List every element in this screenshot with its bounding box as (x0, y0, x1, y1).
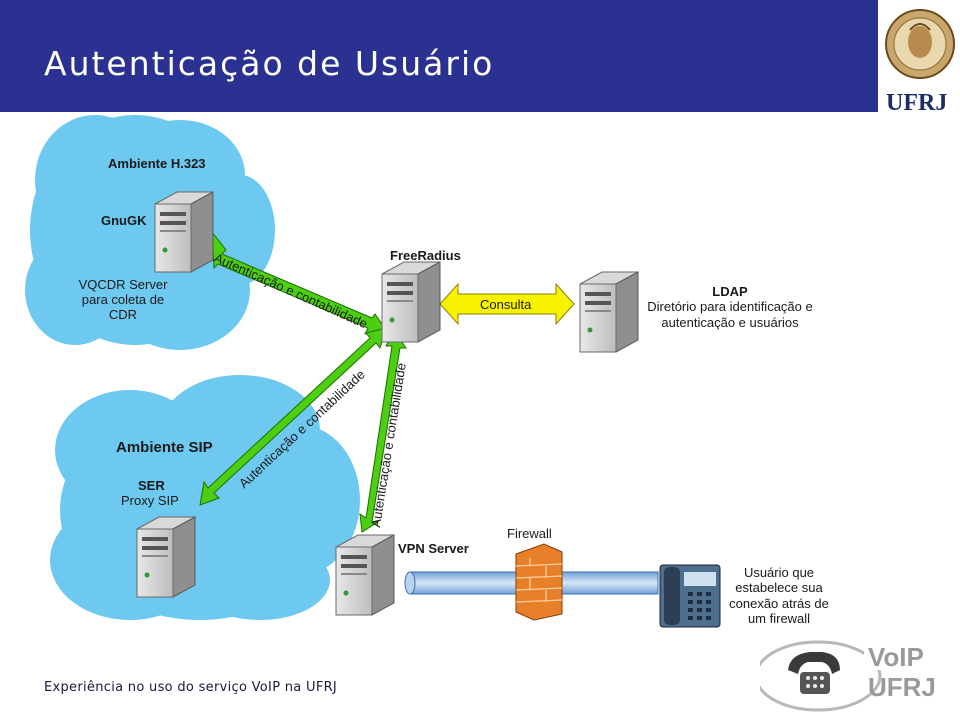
server-ser-icon (136, 516, 196, 598)
server-gnugk-icon (154, 191, 214, 273)
ip-phone-icon (659, 564, 721, 628)
server-vpn-icon (335, 534, 395, 616)
vqcdr-line2: para coleta de (81, 292, 165, 307)
footer-text: Experiência no uso do serviço VoIP na UF… (44, 680, 338, 695)
ufrj-logo-icon (885, 9, 955, 79)
ser-label: SER (138, 478, 165, 493)
firewall-icon (515, 543, 563, 621)
user-line4: um firewall (747, 611, 811, 626)
logo-text: UFRJ (886, 90, 948, 116)
vqcdr-line1: VQCDR Server (78, 277, 168, 292)
vqcdr-line3: CDR (108, 307, 138, 322)
gnugk-label: GnuGK (101, 213, 147, 228)
h323-title: Ambiente H.323 (108, 156, 206, 171)
voip-logo-line2: UFRJ (868, 672, 936, 702)
user-line3: conexão atrás de (729, 596, 829, 611)
arrow-auth-vpn (359, 329, 407, 533)
arrow-consulta (439, 282, 575, 326)
cloud-h323 (25, 115, 275, 350)
consulta-label: Consulta (480, 297, 532, 312)
vpn-label: VPN Server (398, 541, 469, 556)
ldap-line1: Diretório para identificação e (647, 299, 813, 314)
ser-desc: Proxy SIP (121, 493, 179, 508)
ldap-line2: autenticação e usuários (661, 315, 799, 330)
voip-logo-line1: VoIP (868, 642, 924, 672)
page-title: Autenticação de Usuário (44, 44, 495, 83)
sip-title: Ambiente SIP (116, 439, 213, 456)
user-line2: estabelece sua (735, 580, 823, 595)
user-line1: Usuário que (743, 565, 815, 580)
ldap-title: LDAP (712, 284, 748, 299)
freeradius-label: FreeRadius (390, 248, 461, 263)
server-freeradius-icon (381, 261, 441, 343)
header-bar (0, 0, 878, 112)
voip-ufrj-logo-icon (760, 640, 938, 712)
server-ldap-icon (579, 271, 639, 353)
firewall-label: Firewall (507, 526, 552, 541)
